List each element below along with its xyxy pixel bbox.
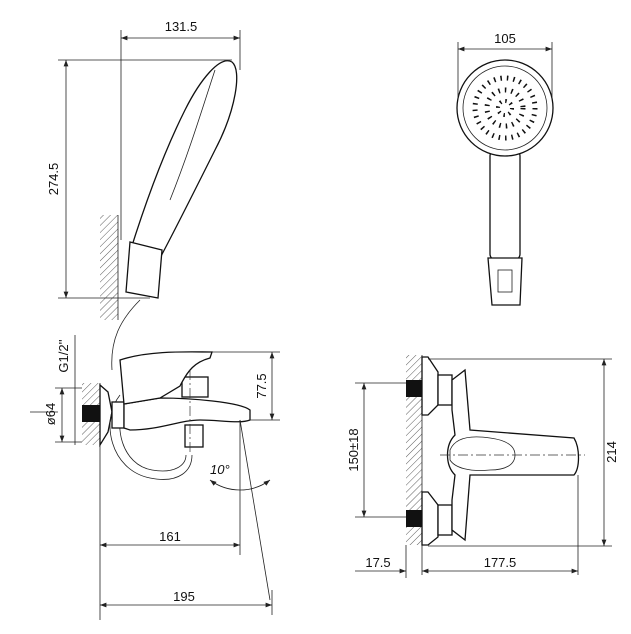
dim-label: 17.5 (365, 555, 390, 570)
dimension-161: 161 (100, 420, 241, 555)
dim-label: 195 (173, 589, 195, 604)
faucet-side-view: 10° (82, 351, 271, 620)
dim-label: 150±18 (346, 428, 361, 471)
angle-label: 10° (210, 462, 230, 477)
dim-label: ø64 (43, 403, 58, 425)
dimension-g1-2: G1/2'' (56, 335, 76, 445)
dimension-274-5: 274.5 (46, 59, 232, 299)
dimension-77-5: 77.5 (212, 351, 280, 421)
dim-label: 161 (159, 529, 181, 544)
dimension-150-18: 150±18 (346, 382, 406, 518)
dimension-17-5: 17.5 (355, 545, 407, 578)
dimension-o64: ø64 (30, 387, 82, 443)
dimension-105: 105 (457, 31, 553, 100)
showerhead-front-view (456, 59, 554, 306)
dim-label: G1/2'' (56, 339, 71, 372)
handshower-side-view (100, 60, 238, 371)
dimension-195: 195 (100, 589, 273, 615)
dim-label: 274.5 (46, 163, 61, 196)
dim-label: 77.5 (254, 373, 269, 398)
dim-label: 177.5 (484, 555, 517, 570)
dimension-131-5: 131.5 (120, 19, 241, 240)
dimension-177-5: 177.5 (422, 555, 578, 574)
dim-label: 105 (494, 31, 516, 46)
dim-label: 131.5 (165, 19, 198, 34)
faucet-top-view (406, 355, 585, 575)
dim-label: 214 (604, 441, 619, 463)
dimension-214: 214 (428, 358, 619, 547)
